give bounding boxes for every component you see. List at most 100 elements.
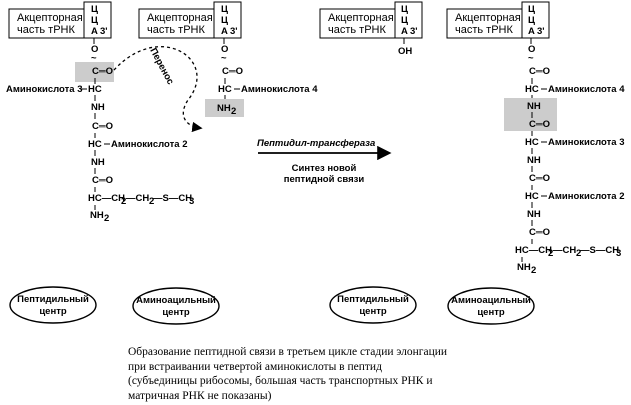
carbonyl: C═O: [222, 66, 243, 77]
aminoacyl-center-right: Аминоацильный центр: [447, 287, 535, 325]
trna-peptidyl-right: Акцепторная часть тРНК Ц Ц A 3' O ~ C═O …: [446, 1, 625, 276]
svg-text:2: 2: [531, 265, 536, 276]
caption-line: матричная РНК не показаны): [128, 389, 272, 402]
transfer-arrow: Перенос: [113, 46, 203, 133]
svg-text:3: 3: [616, 248, 621, 259]
svg-text:Ц: Ц: [528, 4, 535, 15]
svg-text:HC: HC: [525, 84, 539, 95]
svg-text:O: O: [221, 44, 228, 55]
svg-text:3': 3': [230, 26, 238, 37]
svg-text:—S—CH: —S—CH: [580, 245, 619, 256]
reaction-arrow: Пептидил-трансфераза Синтез новой пептид…: [257, 138, 392, 185]
svg-text:Ц: Ц: [401, 15, 408, 26]
nucleotide-c: Ц: [91, 4, 98, 15]
alpha-carbon: HC: [88, 84, 102, 95]
ester-bond-tilde: ~: [91, 53, 97, 64]
svg-text:2: 2: [104, 213, 109, 224]
svg-text:3: 3: [189, 196, 194, 207]
svg-text:центр: центр: [162, 307, 190, 318]
svg-text:центр: центр: [359, 306, 387, 317]
svg-text:—CH: —CH: [553, 245, 576, 256]
amide-nh: NH: [527, 101, 541, 112]
alpha-carbon: HC: [88, 139, 102, 150]
svg-text:O: O: [528, 44, 535, 55]
acceptor-label-line1: Акцепторная: [147, 12, 213, 24]
svg-text:C═O: C═O: [529, 173, 550, 184]
trna-aminoacyl-left: Акцепторная часть тРНК Ц Ц A 3' O ~ C═O …: [138, 1, 318, 117]
amino-acid-4-label: Аминокислота 4: [548, 84, 625, 95]
aminoacyl-center-left: Аминоацильный центр: [132, 287, 220, 325]
carbonyl: C═O: [92, 66, 113, 77]
svg-text:2: 2: [576, 248, 581, 259]
svg-text:C═O: C═O: [529, 227, 550, 238]
svg-text:3': 3': [410, 26, 418, 37]
amino-group: NH: [217, 103, 231, 114]
amide-nh: NH: [91, 157, 105, 168]
svg-text:~: ~: [221, 53, 227, 64]
svg-text:—S—CH: —S—CH: [153, 193, 192, 204]
nucleotide-a: A: [91, 26, 98, 37]
amino-acid-4-label: Аминокислота 4: [241, 84, 318, 95]
svg-text:Пептидильный: Пептидильный: [17, 294, 89, 305]
n-terminus: NH: [90, 210, 104, 221]
svg-text:2: 2: [149, 196, 154, 207]
svg-text:HC—CH: HC—CH: [88, 193, 125, 204]
caption-line: при встраивании четвертой аминокислоты в…: [128, 360, 382, 373]
svg-text:NH: NH: [527, 155, 541, 166]
svg-text:Ц: Ц: [401, 4, 408, 15]
trna-deacylated-right: Акцепторная часть тРНК Ц Ц A 3' OH: [319, 1, 423, 57]
svg-text:HC—CH: HC—CH: [515, 245, 552, 256]
transfer-label: Перенос: [147, 46, 175, 86]
caption-line: Образование пептидной связи в третьем ци…: [128, 346, 448, 358]
peptidyl-site-highlight: [75, 62, 114, 82]
svg-text:часть тРНК: часть тРНК: [328, 24, 386, 36]
acceptor-label-line1: Акцепторная: [17, 12, 83, 24]
enzyme-label: Пептидил-трансфераза: [257, 138, 375, 149]
svg-text:центр: центр: [39, 306, 67, 317]
aminoacyl-site-highlight: [205, 99, 244, 117]
svg-text:~: ~: [528, 53, 534, 64]
svg-text:A: A: [528, 26, 535, 37]
hydroxyl: OH: [398, 46, 412, 57]
svg-text:центр: центр: [477, 307, 505, 318]
svg-text:A: A: [401, 26, 408, 37]
new-peptide-bond-highlight: [504, 98, 557, 131]
synthesis-label-line2: пептидной связи: [284, 174, 365, 185]
amino-acid-2-label: Аминокислота 2: [548, 191, 624, 202]
carbonyl: C═O: [92, 121, 113, 132]
svg-text:NH: NH: [527, 209, 541, 220]
methionine-side-chain: HC—CH 2 —CH 2 —S—CH 3: [88, 193, 194, 207]
amide-nh: NH: [91, 102, 105, 113]
amino-acid-3-label: Аминокислота 3: [548, 137, 624, 148]
figure-caption: Образование пептидной связи в третьем ци…: [128, 345, 568, 403]
acceptor-label-line2: часть тРНК: [147, 24, 205, 36]
svg-text:часть тРНК: часть тРНК: [455, 24, 513, 36]
peptidyl-center-right: Пептидильный центр: [329, 286, 417, 324]
nucleotide-c: Ц: [91, 15, 98, 26]
svg-text:Ц: Ц: [221, 15, 228, 26]
svg-text:3': 3': [537, 26, 545, 37]
svg-text:Акцепторная: Акцепторная: [455, 12, 521, 24]
oxygen: O: [91, 44, 98, 55]
trna-peptidyl-left: Акцепторная часть тРНК Ц Ц A 3' O ~ C═O …: [6, 1, 194, 224]
n-terminus: NH: [517, 262, 531, 273]
amino-acid-2-label: Аминокислота 2: [111, 139, 187, 150]
svg-text:Акцепторная: Акцепторная: [328, 12, 394, 24]
peptidyl-center-left: Пептидильный центр: [9, 286, 97, 324]
three-prime-label: 3': [100, 26, 108, 37]
methionine-side-chain: HC—CH 2 —CH 2 —S—CH 3: [515, 245, 621, 259]
svg-text:HC: HC: [525, 191, 539, 202]
svg-text:Пептидильный: Пептидильный: [337, 294, 409, 305]
amino-acid-3-label: Аминокислота 3: [6, 84, 82, 95]
svg-text:2: 2: [121, 196, 126, 207]
svg-text:Ц: Ц: [221, 4, 228, 15]
svg-text:2: 2: [231, 106, 236, 117]
svg-text:Аминоацильный: Аминоацильный: [136, 295, 216, 306]
carbonyl: C═O: [529, 119, 550, 130]
carbonyl: C═O: [529, 66, 550, 77]
svg-text:A: A: [221, 26, 228, 37]
svg-text:HC: HC: [525, 137, 539, 148]
alpha-carbon: HC: [218, 84, 232, 95]
caption-line: (субъединицы рибосомы, большая часть тра…: [128, 375, 433, 387]
